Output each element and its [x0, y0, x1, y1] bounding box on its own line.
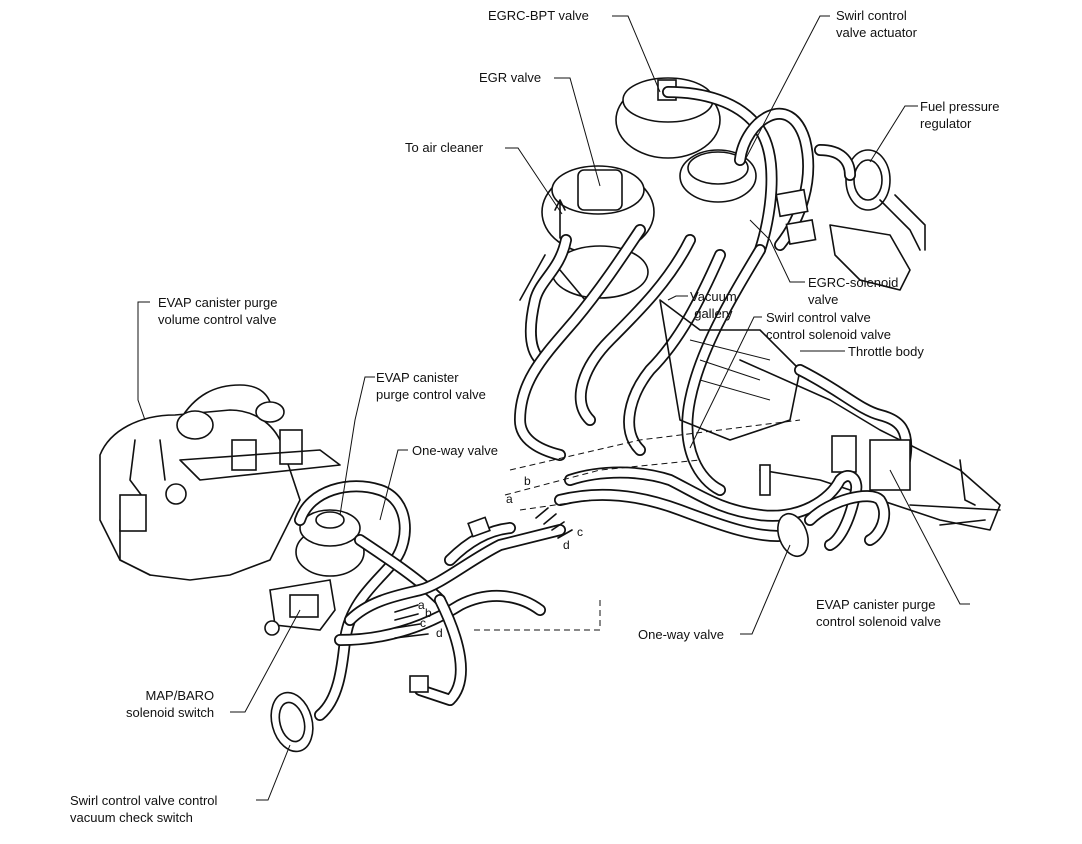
- label-line: Swirl control valve: [766, 310, 871, 325]
- reference-lines: [470, 419, 801, 631]
- label-line: EVAP canister purge: [816, 597, 936, 612]
- label-line: Swirl control valve control: [70, 793, 218, 808]
- label-one-way-valve-lower: One-way valve: [638, 627, 724, 642]
- label-line: MAP/BARO: [145, 688, 215, 703]
- letter-left-d: d: [436, 626, 443, 640]
- egrc-solenoid-block: [775, 188, 817, 246]
- label-throttle-body: Throttle body: [848, 344, 924, 359]
- map-baro-solenoid-body: [264, 579, 336, 636]
- label-line: valve: [808, 292, 839, 307]
- label-line: valve actuator: [836, 25, 917, 40]
- label-swirl-vacuum-check-switch: Swirl control valve control vacuum check…: [70, 792, 217, 826]
- label-egr-valve: EGR valve: [479, 70, 542, 85]
- letter-center-c: c: [577, 525, 583, 539]
- label-vacuum-gallery: Vacuum gallery: [690, 288, 737, 322]
- label-line: Vacuum: [690, 289, 737, 304]
- label-evap-purge-control-valve: EVAP canister purge control valve: [376, 369, 486, 403]
- letter-left-c: c: [420, 616, 426, 630]
- label-line: solenoid switch: [126, 705, 215, 720]
- label-line: regulator: [920, 116, 972, 131]
- evap-canister-assembly: [99, 384, 341, 581]
- label-line: control solenoid valve: [816, 614, 942, 629]
- fuel-pressure-regulator-body: [829, 149, 926, 291]
- label-map-baro-solenoid-switch: MAP/BARO solenoid switch: [126, 687, 214, 721]
- letter-left-b: b: [425, 606, 432, 620]
- evap-purge-control-valve-body: [295, 509, 365, 577]
- one-way-valve-lower-body: [777, 512, 809, 558]
- leader-lines: [137, 15, 970, 801]
- label-egrc-solenoid-valve: EGRC-solenoid valve: [808, 274, 898, 308]
- label-line: Swirl control: [836, 8, 907, 23]
- lower-right-hoses: [554, 466, 891, 551]
- letter-center-d: d: [563, 538, 570, 552]
- label-egrc-bpt-valve: EGRC-BPT valve: [488, 8, 589, 23]
- label-line: vacuum check switch: [70, 810, 193, 825]
- throttle-body-assembly: [739, 359, 1001, 531]
- vacuum-gallery-body: [659, 299, 801, 441]
- label-line: EGRC-solenoid: [808, 275, 899, 290]
- letter-center-a: a: [506, 492, 513, 506]
- label-line: control solenoid valve: [766, 327, 892, 342]
- letter-left-a: a: [418, 598, 425, 612]
- label-swirl-control-valve-actuator: Swirl control valve actuator: [836, 7, 917, 41]
- connection-arrows: [394, 199, 573, 639]
- label-evap-purge-control-solenoid-valve: EVAP canister purge control solenoid val…: [816, 596, 941, 630]
- label-swirl-control-valve-control-solenoid-valve: Swirl control valve control solenoid val…: [766, 309, 891, 343]
- upper-vacuum-hoses: [514, 86, 856, 496]
- left-vacuum-hoses: [294, 480, 566, 721]
- label-evap-purge-volume-control-valve: EVAP canister purge volume control valve: [158, 294, 277, 328]
- label-line: Fuel pressure: [920, 99, 1000, 114]
- vacuum-check-switch-body: [270, 691, 314, 753]
- egr-valve-body: [519, 165, 655, 301]
- label-one-way-valve-upper: One-way valve: [412, 443, 498, 458]
- label-line: volume control valve: [158, 312, 277, 327]
- label-line: purge control valve: [376, 387, 486, 402]
- label-fuel-pressure-regulator: Fuel pressure regulator: [920, 98, 999, 132]
- label-line: gallery: [694, 306, 733, 321]
- letter-center-b: b: [524, 474, 531, 488]
- label-line: EVAP canister purge: [158, 295, 278, 310]
- label-line: EVAP canister: [376, 370, 459, 385]
- label-to-air-cleaner: To air cleaner: [405, 140, 484, 155]
